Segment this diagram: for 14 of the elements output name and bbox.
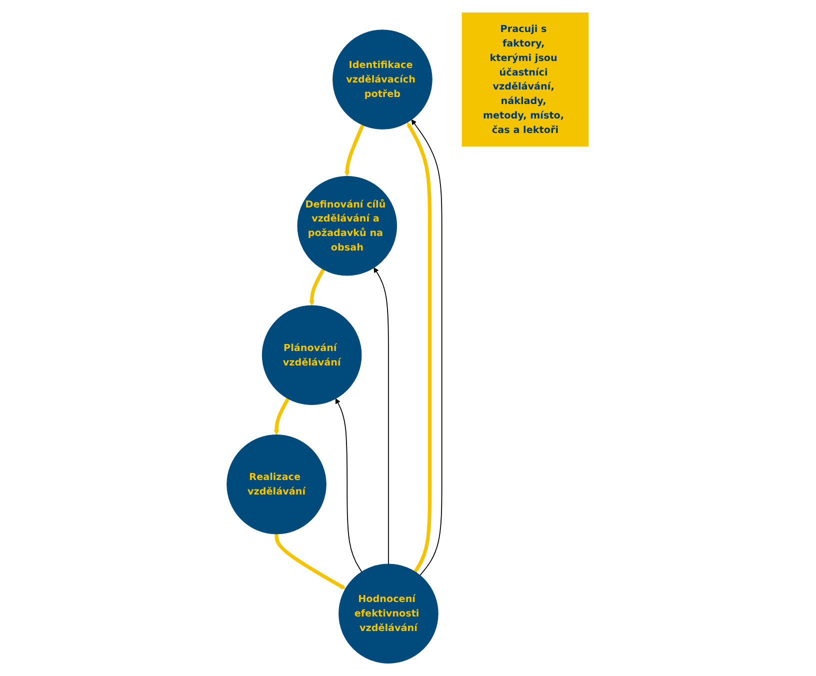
node-box: Pracuji s faktory, kterými jsou účastníci vzdělávání, náklady, metody, místo, čas a lektoři (462, 12, 589, 147)
node-circle: Definování cílů vzdělávání a požadavků na obsah (298, 176, 398, 276)
node-circle: Plánování vzdělávání (262, 305, 362, 406)
arrow (274, 398, 290, 436)
node-circle: Hodnocení efektivnosti vzdělávání (338, 564, 439, 664)
arrow (336, 398, 363, 572)
arrow (412, 119, 443, 576)
arrow (374, 267, 390, 564)
arrow (407, 122, 432, 573)
arrow (275, 534, 346, 590)
node-circle: Realizace vzdělávání (227, 434, 327, 534)
node-circle: Identifikace vzdělávacích potřeb (332, 30, 433, 130)
arrow (344, 124, 365, 177)
arrow (310, 268, 326, 306)
